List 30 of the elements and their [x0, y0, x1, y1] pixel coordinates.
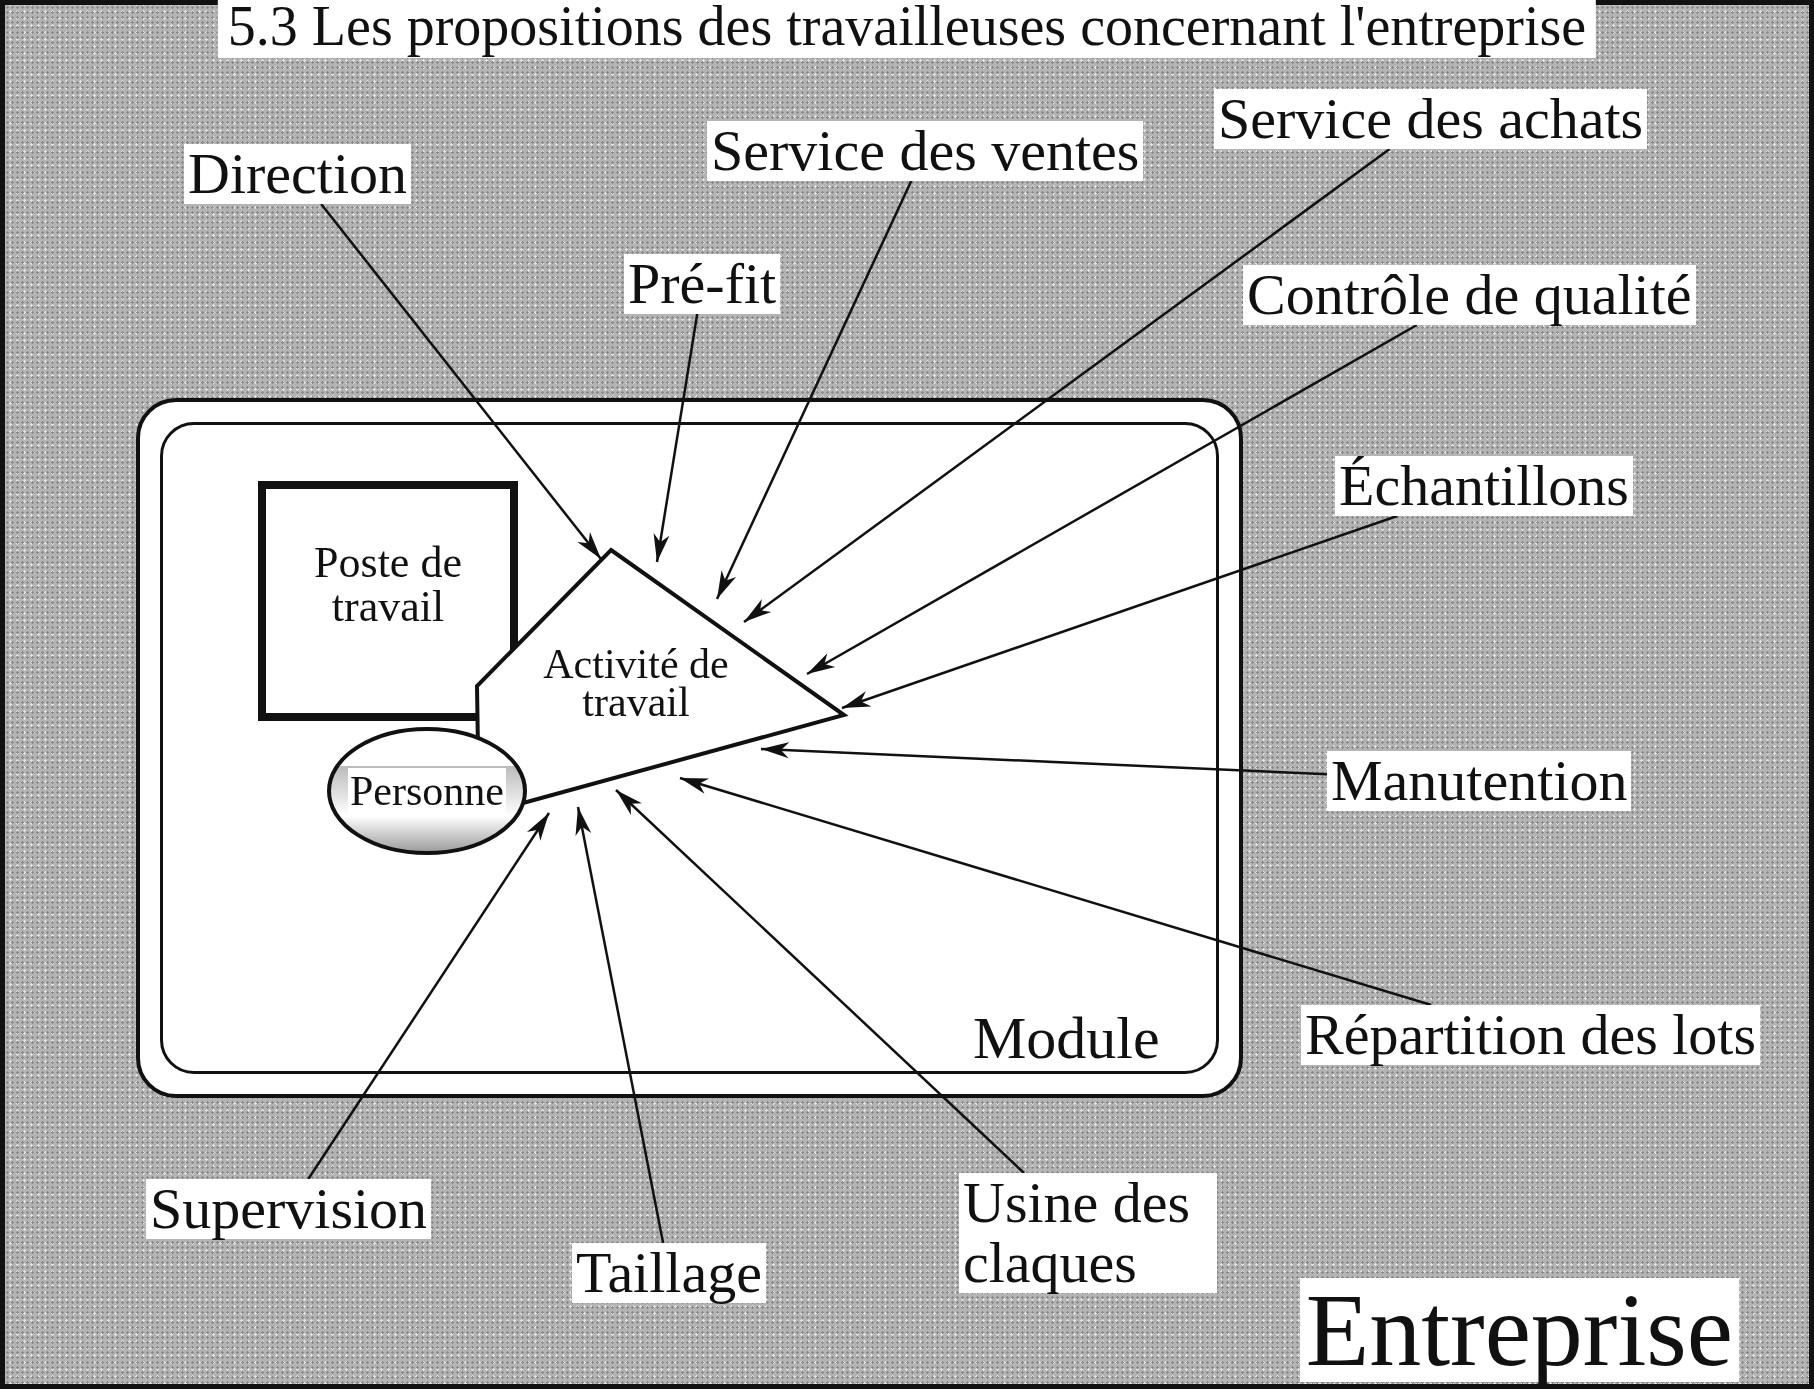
workstation-box [258, 481, 518, 721]
arrow [615, 789, 1025, 1174]
module-frame [136, 398, 1243, 1098]
department-label: Service des ventes [707, 121, 1144, 181]
activity-label: Activité de travail [542, 645, 730, 721]
person-label: Personne [348, 768, 506, 814]
arrow [320, 203, 602, 560]
arrow [575, 806, 665, 1244]
department-label: Manutention [1327, 751, 1632, 811]
arrow [806, 323, 1418, 676]
department-label: Taillage [572, 1243, 766, 1303]
department-label: Service des achats [1214, 89, 1648, 149]
arrow [760, 742, 1328, 776]
department-label: Répartition des lots [1301, 1005, 1761, 1065]
arrow [715, 180, 913, 600]
department-label: Direction [184, 144, 412, 204]
module-label: Module [972, 1006, 1161, 1070]
diagram-title: 5.3 Les propositions des travailleuses concernant l'entreprise [217, 0, 1597, 58]
enterprise-label: Entreprise [1299, 1278, 1739, 1382]
department-label: Échantillons [1335, 456, 1633, 516]
workstation-label: Poste de travail [313, 541, 463, 629]
arrow [841, 514, 1398, 710]
arrow [653, 313, 699, 563]
department-label: Usine des claques [959, 1173, 1217, 1293]
arrow [307, 812, 551, 1180]
department-label: Contrôle de qualité [1243, 265, 1696, 325]
arrow [679, 776, 1432, 1007]
department-label: Supervision [146, 1179, 432, 1239]
department-label: Pré-fit [624, 254, 781, 314]
arrow [743, 148, 1391, 623]
